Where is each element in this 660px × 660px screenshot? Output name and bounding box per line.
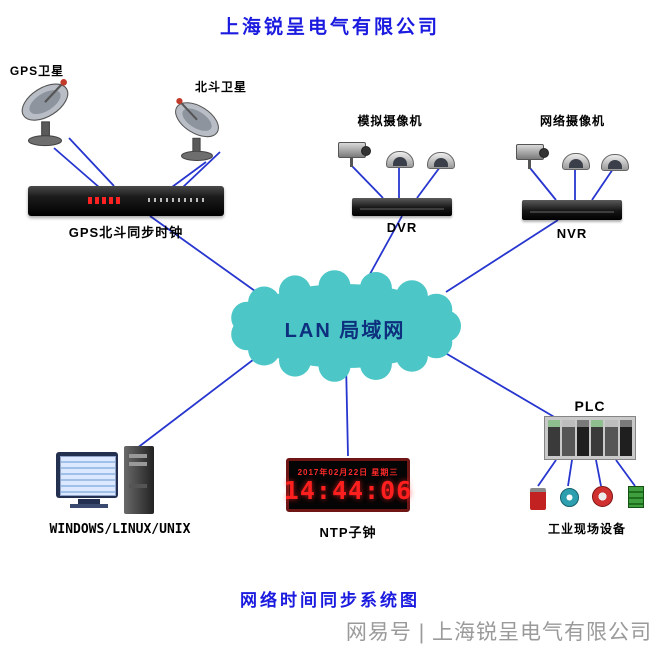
watermark: 网易号 | 上海锐呈电气有限公司 (345, 621, 652, 644)
connector-line (567, 459, 573, 487)
plc-device-icon (544, 416, 636, 460)
connector-line (615, 459, 636, 487)
nvr-device (522, 200, 622, 220)
clock-server-led-display (88, 197, 122, 204)
gps-satellite-label: GPS卫星 (9, 64, 65, 78)
connector-line (53, 147, 101, 189)
industrial-devices-label: 工业现场设备 (547, 522, 626, 536)
beidou-satellite-dish-icon (175, 98, 219, 162)
industrial-gauge-icon (560, 488, 579, 507)
connector-line (167, 161, 207, 191)
clock-server-label: GPS北斗同步时钟 (68, 225, 184, 240)
page-title: 上海锐呈电气有限公司 (219, 17, 440, 38)
connector-line (537, 459, 557, 487)
connector-line (351, 165, 384, 199)
network-dome-camera-icon (562, 153, 590, 170)
analog-box-camera-icon (338, 142, 371, 167)
analog-camera-group-label: 模拟摄像机 (357, 114, 423, 128)
connector-line (127, 349, 267, 456)
network-box-camera-icon (516, 144, 549, 169)
industrial-motor-icon (592, 486, 613, 507)
camera-stand (350, 158, 353, 167)
clock-server-vents (148, 198, 208, 202)
monitor-screen (60, 456, 116, 496)
camera-lens-icon (361, 146, 371, 156)
plc-module (562, 420, 575, 456)
computer-label: WINDOWS/LINUX/UNIX (49, 522, 191, 537)
camera-lens-icon (539, 148, 549, 158)
ntp-date-display: 2017年02月22日 星期三 (297, 468, 399, 477)
monitor-stand (78, 499, 100, 504)
plc-module (619, 420, 632, 456)
plc-module (605, 420, 618, 456)
plc-module (590, 420, 604, 456)
dvr-device (352, 198, 452, 216)
connector-line (416, 166, 441, 199)
connector-line (149, 215, 263, 297)
plc-module (548, 420, 561, 456)
connector-line (529, 167, 557, 201)
camera-stand (528, 160, 531, 169)
footer-title: 网络时间同步系统图 (240, 591, 420, 610)
computer-monitor-icon (56, 452, 118, 498)
network-dome-camera-icon (601, 154, 629, 171)
lan-cloud-label: LAN 局域网 (284, 319, 406, 342)
plc-label: PLC (574, 398, 606, 414)
lan-cloud: LAN 局域网 (225, 268, 465, 388)
industrial-terminal-icon (628, 486, 644, 508)
connector-line (591, 168, 614, 201)
analog-dome-camera-icon (427, 152, 455, 169)
monitor-base (70, 504, 108, 508)
connector-line (429, 343, 557, 419)
dvr-label: DVR (386, 220, 418, 235)
ntp-clock-label: NTP子钟 (319, 525, 377, 540)
beidou-satellite-label: 北斗卫星 (194, 80, 247, 94)
connector-line (595, 459, 602, 487)
connector-line (345, 361, 349, 457)
clock-server-device (28, 186, 224, 216)
connector-line (445, 219, 559, 293)
analog-dome-camera-icon (386, 151, 414, 168)
network-camera-group-label: 网络摄像机 (539, 114, 605, 128)
connector-line (181, 151, 221, 189)
nvr-label: NVR (556, 226, 588, 241)
ntp-time-display: 14:44:06 (283, 476, 413, 505)
plc-module (576, 420, 589, 456)
connector-line (68, 137, 115, 187)
ntp-clock-device: 2017年02月22日 星期三 14:44:06 (283, 458, 413, 512)
cloud-shape (231, 270, 461, 382)
gps-satellite-dish-icon (21, 79, 69, 147)
connector-line (369, 215, 403, 275)
computer-tower-icon (124, 446, 154, 514)
industrial-valve-icon (530, 488, 546, 510)
